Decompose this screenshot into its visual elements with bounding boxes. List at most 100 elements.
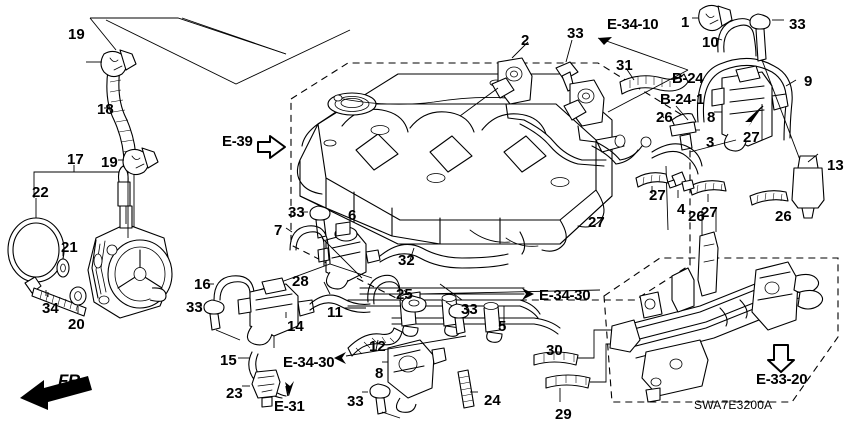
item-number: 19 xyxy=(68,26,85,43)
part-1-clamp xyxy=(692,4,733,32)
item-number: 17 xyxy=(67,151,84,168)
item-number: 21 xyxy=(61,239,78,256)
orientation-marker: FR. xyxy=(58,371,84,390)
leader-group-17 xyxy=(33,165,135,238)
item-number: 16 xyxy=(194,276,211,293)
item-number: 10 xyxy=(702,34,719,51)
part-19-clamp-upper xyxy=(86,17,137,78)
part-27-tube-b xyxy=(635,172,669,194)
item-number: 28 xyxy=(292,273,309,290)
item-number: 20 xyxy=(68,316,85,333)
item-number: 9 xyxy=(804,73,813,90)
part-12-hose xyxy=(347,327,403,357)
part-21-washer xyxy=(56,249,70,278)
part-bracket-right xyxy=(563,79,605,143)
leader-e3410 xyxy=(597,37,689,113)
part-6-purge-valve xyxy=(317,216,381,290)
part-23-clip xyxy=(242,369,281,408)
item-number: 29 xyxy=(555,406,572,423)
part-26-tube-right xyxy=(749,190,789,206)
part-33-bolt-rail xyxy=(439,283,470,335)
item-number: 22 xyxy=(32,184,49,201)
reference-callout-e-39[interactable]: E-39 xyxy=(222,133,253,150)
part-20-nut xyxy=(69,286,87,313)
part-2-bracket-left xyxy=(459,41,533,121)
item-number: 3 xyxy=(706,134,715,151)
part-13-filter xyxy=(791,153,825,219)
group-boundary-e3320 xyxy=(603,257,839,403)
item-number: 6 xyxy=(348,207,357,224)
part-17-vacuum-pump xyxy=(87,165,173,319)
item-number: 33 xyxy=(567,25,584,42)
part-22-oring xyxy=(7,198,65,283)
item-number: 12 xyxy=(369,338,386,355)
item-number: 27 xyxy=(588,214,605,231)
reference-callout-e-34-30-left[interactable]: E-34-30 xyxy=(283,354,335,371)
item-number: 27 xyxy=(701,204,718,221)
part-28-hose xyxy=(309,281,371,313)
subassembly-e3320 xyxy=(609,208,824,403)
item-number: 33 xyxy=(347,393,364,410)
part-31-hose xyxy=(619,67,689,95)
item-number: 18 xyxy=(97,101,114,118)
item-number: 23 xyxy=(226,385,243,402)
item-number: 27 xyxy=(743,129,760,146)
reference-callout-e-34-30-right[interactable]: E-34-30 xyxy=(539,287,591,304)
item-number: 33 xyxy=(186,299,203,316)
tube-run-top xyxy=(519,119,652,167)
item-number: 1 xyxy=(681,14,690,31)
part-27-tube-c xyxy=(689,180,727,202)
reference-callout-e-33-20[interactable]: E-33-20 xyxy=(756,371,808,388)
leader-long-top xyxy=(105,19,351,85)
item-number: 8 xyxy=(707,109,716,126)
reference-callout-b-24-1[interactable]: B-24-1 xyxy=(660,91,705,108)
reference-callout-b-24[interactable]: B-24 xyxy=(672,70,704,87)
part-4-sensor xyxy=(667,171,695,198)
item-number: 11 xyxy=(327,304,343,321)
item-number: 14 xyxy=(287,318,304,335)
part-30-hose xyxy=(533,329,614,366)
leader-19-v xyxy=(90,17,287,55)
item-number: 13 xyxy=(827,157,844,174)
part-33-bolt-lowerleft xyxy=(196,299,241,341)
item-number: 15 xyxy=(220,352,237,369)
item-number: 27 xyxy=(649,187,666,204)
part-34-bolt xyxy=(24,276,87,317)
item-number: 34 xyxy=(42,300,59,317)
part-7-hose xyxy=(285,225,331,267)
item-number: 19 xyxy=(101,154,118,171)
item-number: 26 xyxy=(656,109,673,126)
part-3-joint xyxy=(669,121,700,151)
reference-callout-e-31[interactable]: E-31 xyxy=(274,398,305,415)
part-24-stud xyxy=(457,369,478,409)
part-33-bolt-bottom xyxy=(362,383,401,419)
item-number: 8 xyxy=(375,365,384,382)
item-number: 24 xyxy=(484,392,501,409)
item-number: 7 xyxy=(274,222,283,239)
item-number: 33 xyxy=(288,204,305,221)
item-number: 4 xyxy=(677,201,686,218)
part-9-hose xyxy=(696,57,797,141)
item-number: 5 xyxy=(498,318,507,335)
reference-callout-e-34-10[interactable]: E-34-10 xyxy=(607,16,659,33)
item-number: 25 xyxy=(396,286,413,303)
item-number: 26 xyxy=(688,208,705,225)
leader-e3430-right xyxy=(405,289,601,299)
part-19-clamp-lower xyxy=(118,147,159,176)
intake-manifold-assembly xyxy=(296,73,626,255)
part-25-nut xyxy=(401,289,427,313)
item-number: 30 xyxy=(546,342,563,359)
part-11-hose xyxy=(344,274,401,309)
leader-e3430-left xyxy=(345,335,467,357)
part-33-bolt-right xyxy=(749,13,801,161)
item-number: 33 xyxy=(461,301,478,318)
item-number: 32 xyxy=(398,252,415,269)
part-8-bracket-lower xyxy=(382,339,447,413)
item-number: 2 xyxy=(521,32,530,49)
diagram-part-number: SWA7E3200A xyxy=(694,398,773,412)
item-number: 31 xyxy=(616,57,633,74)
item-number: 26 xyxy=(775,208,792,225)
part-32-hose xyxy=(379,243,509,269)
